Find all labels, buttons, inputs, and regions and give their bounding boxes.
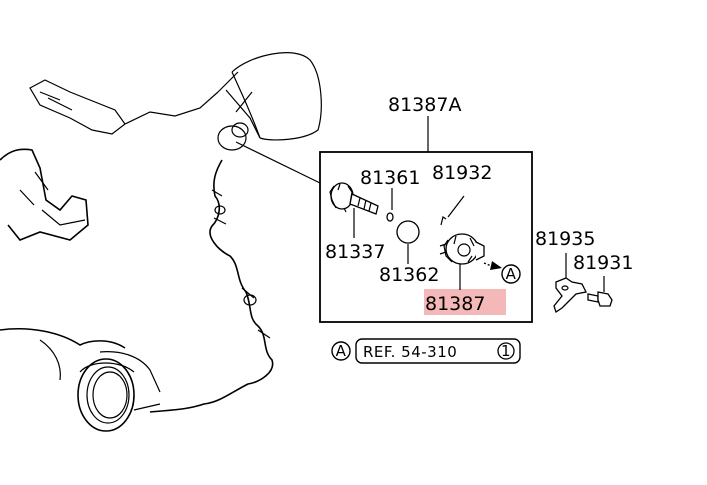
label-81932: 81932 bbox=[432, 162, 492, 184]
label-81337: 81337 bbox=[325, 241, 385, 263]
reference-marker: A bbox=[336, 342, 347, 360]
transmission-housing-drawing bbox=[0, 52, 322, 432]
part-81931-drawing bbox=[587, 291, 613, 307]
label-81931: 81931 bbox=[573, 252, 633, 274]
reference-circled-number: 1 bbox=[501, 342, 511, 360]
leader-81932 bbox=[447, 195, 465, 218]
reference-text: REF. 54-310 bbox=[363, 343, 457, 361]
svg-text:A: A bbox=[506, 265, 517, 283]
reference-note: A REF. 54-310 1 bbox=[331, 338, 521, 364]
highlight-81387 bbox=[424, 289, 506, 315]
assembly-label: 81387A bbox=[388, 94, 461, 116]
callout-a-circle: A bbox=[501, 264, 521, 284]
label-81362: 81362 bbox=[379, 264, 439, 286]
part-81932-drawing bbox=[440, 216, 447, 226]
part-81337-drawing bbox=[329, 182, 379, 215]
label-81935: 81935 bbox=[535, 228, 595, 250]
part-81362-drawing bbox=[396, 220, 420, 244]
assembly-box bbox=[319, 151, 533, 323]
label-81387: 81387 bbox=[425, 293, 485, 315]
part-81387-drawing bbox=[439, 233, 485, 265]
part-81361-drawing bbox=[386, 212, 394, 222]
housing-leader-line bbox=[235, 141, 321, 184]
part-81935-drawing bbox=[553, 277, 587, 314]
arrow-to-callout-a bbox=[483, 261, 502, 270]
label-81361: 81361 bbox=[360, 167, 420, 189]
